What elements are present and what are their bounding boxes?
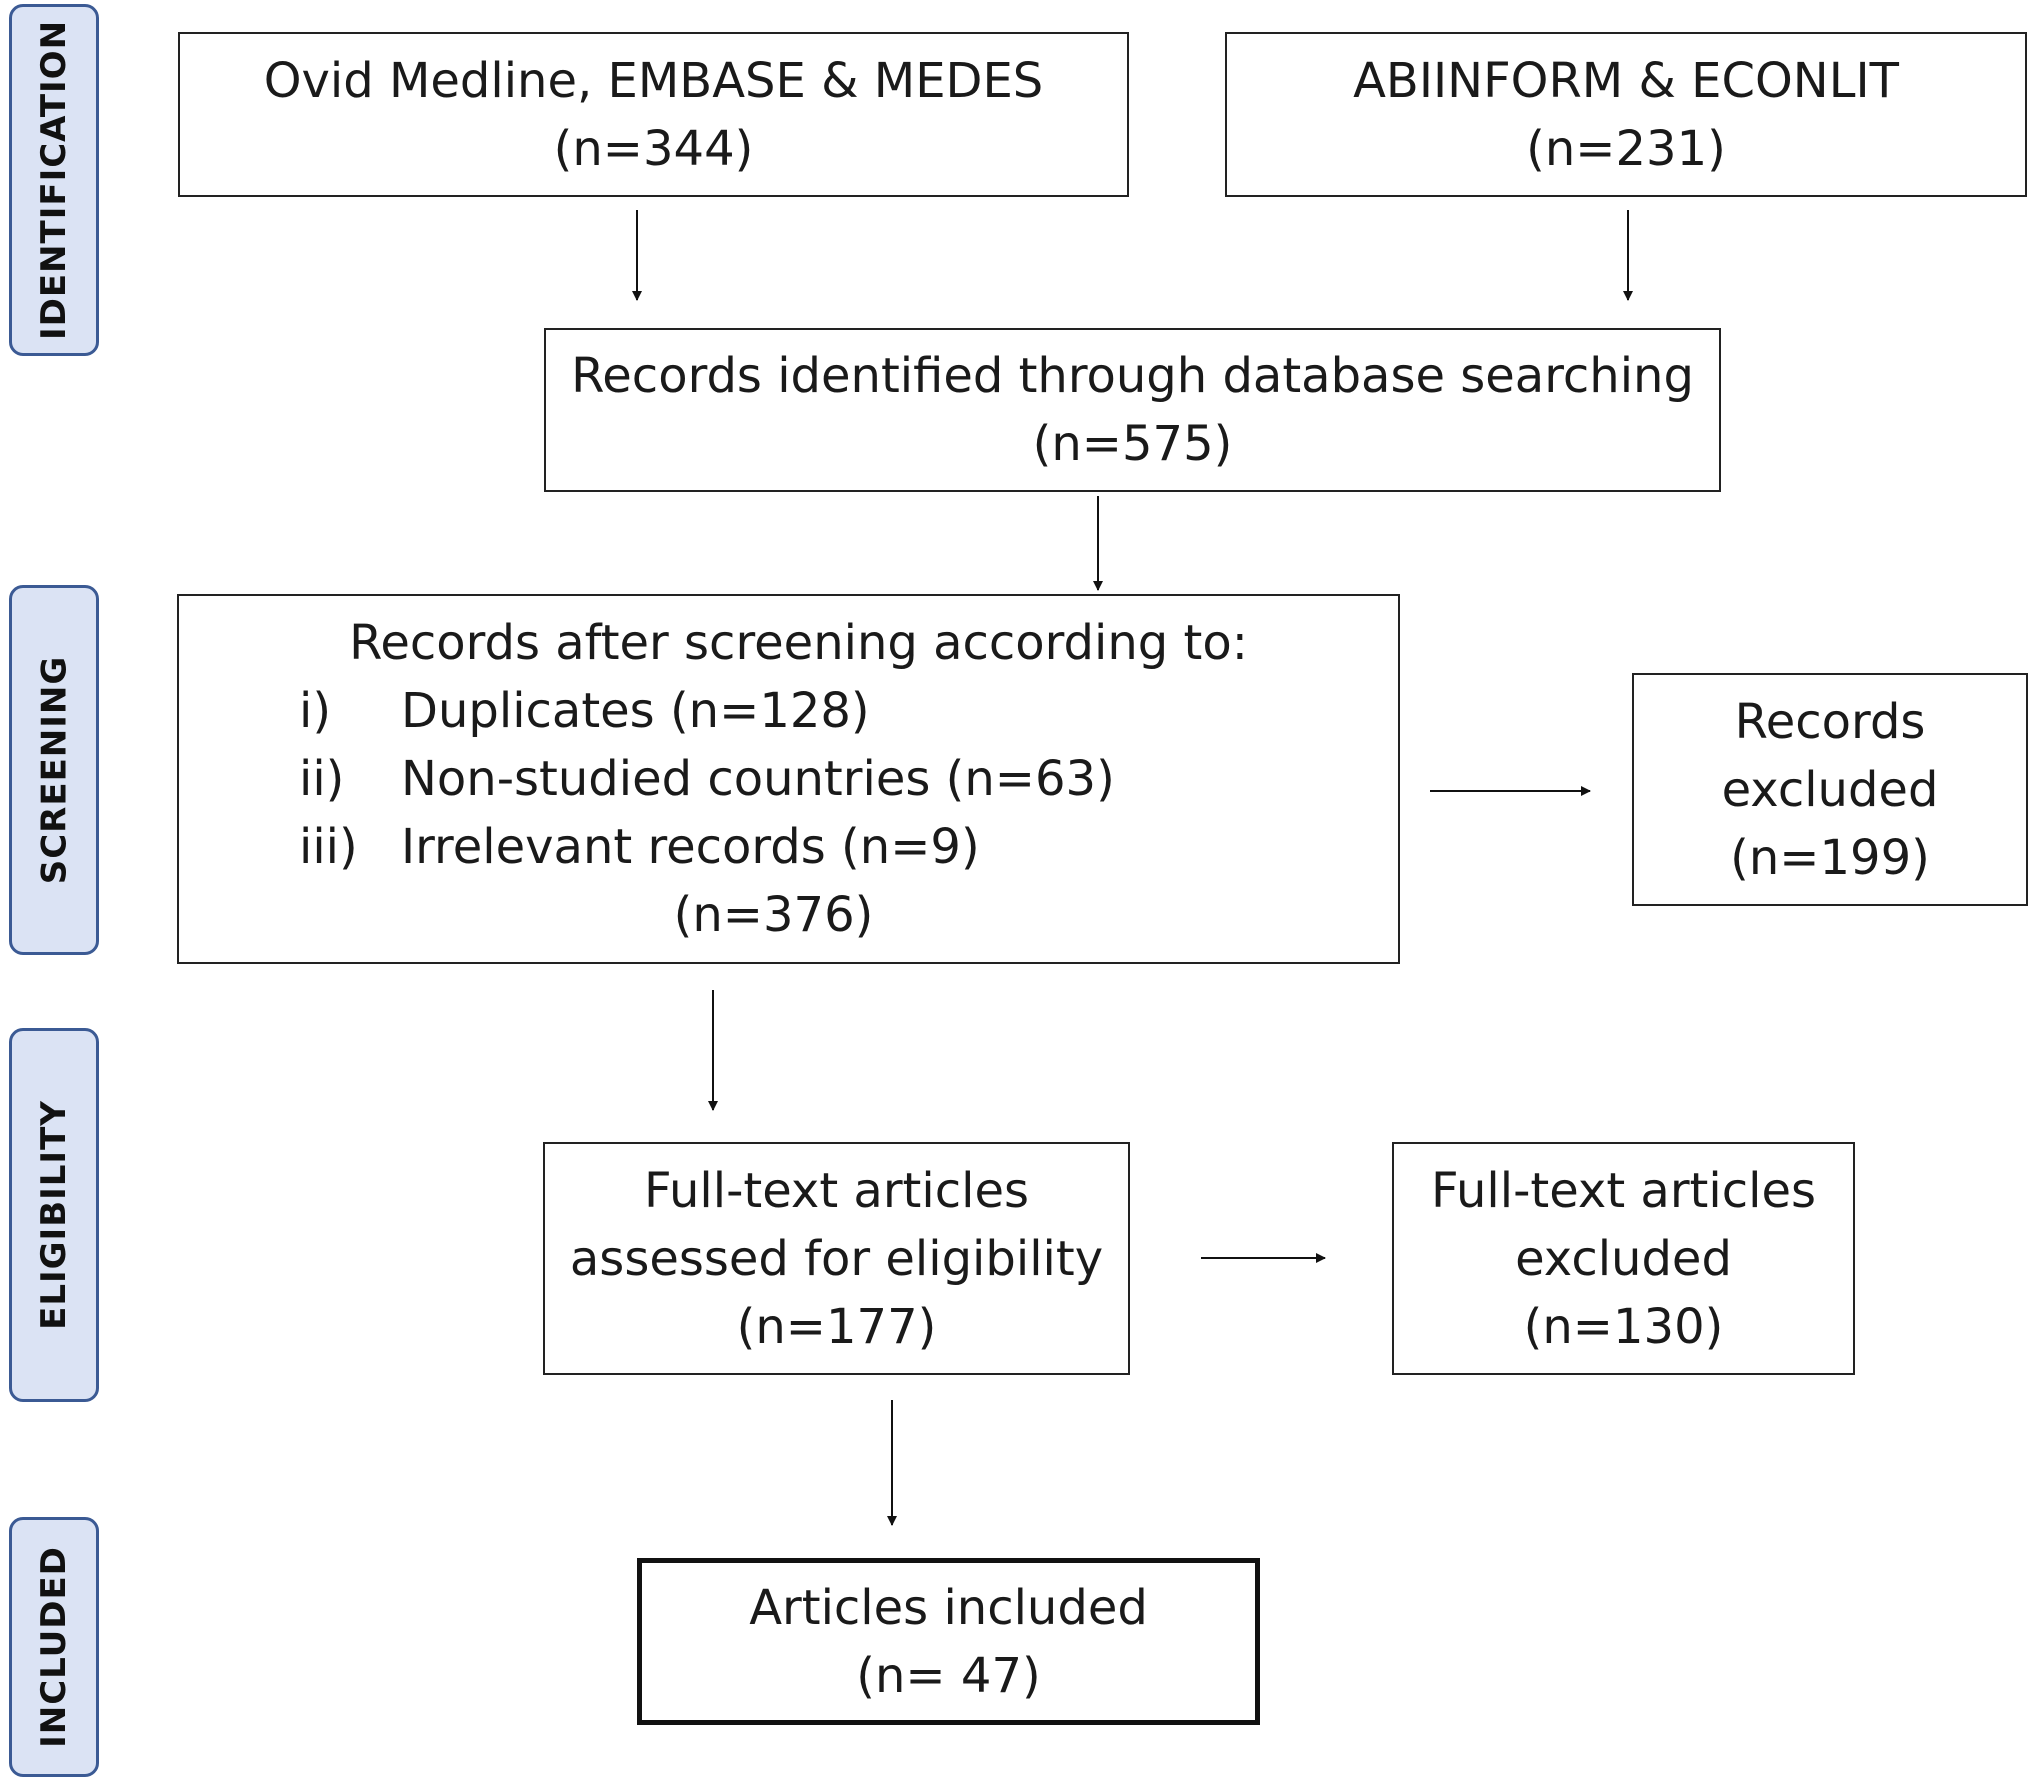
identified-count: (n=575) (1032, 416, 1233, 472)
fulltext-excluded-line2: excluded (1515, 1230, 1732, 1287)
fulltext-excluded-line1: Full-text articles (1431, 1162, 1816, 1219)
source-abi-box: ABIINFORM & ECONLIT (n=231) (1225, 32, 2027, 197)
criterion-number: iii) (299, 819, 358, 875)
fulltext-excluded-count: (n=130) (1523, 1298, 1724, 1355)
criterion-text: Non-studied countries (n=63) (401, 751, 1115, 807)
criterion-row: ii) Non-studied countries (n=63) (299, 745, 1115, 813)
fulltext-assessed-box: Full-text articles assessed for eligibil… (543, 1142, 1130, 1375)
criterion-row: i) Duplicates (n=128) (299, 677, 870, 745)
criterion-number: ii) (299, 751, 345, 807)
screened-title: Records after screening according to: (349, 615, 1248, 671)
screened-count: (n=376) (673, 887, 874, 943)
criterion-text: Irrelevant records (n=9) (401, 819, 980, 875)
source-abi-count: (n=231) (1526, 120, 1726, 177)
criterion-number: i) (299, 683, 332, 739)
stage-screening: SCREENING (9, 585, 99, 955)
included-count: (n= 47) (856, 1647, 1041, 1704)
stage-eligibility: ELIGIBILITY (9, 1028, 99, 1402)
fulltext-assessed-line1: Full-text articles (644, 1162, 1029, 1219)
fulltext-assessed-line2: assessed for eligibility (569, 1230, 1104, 1287)
screened-box: Records after screening according to: i)… (177, 594, 1400, 964)
records-excluded-line1: Records (1734, 693, 1926, 750)
criterion-row: iii) Irrelevant records (n=9) (299, 813, 980, 881)
criterion-text: Duplicates (n=128) (401, 683, 870, 739)
source-medline-count: (n=344) (553, 120, 754, 177)
records-excluded-count: (n=199) (1730, 829, 1930, 886)
identified-box: Records identified through database sear… (544, 328, 1721, 492)
source-medline-name: Ovid Medline, EMBASE & MEDES (263, 52, 1044, 109)
source-abi-name: ABIINFORM & ECONLIT (1353, 52, 1899, 109)
records-excluded-box: Records excluded (n=199) (1632, 673, 2028, 906)
identified-text: Records identified through database sear… (571, 348, 1694, 404)
records-excluded-line2: excluded (1721, 761, 1939, 818)
fulltext-assessed-count: (n=177) (736, 1298, 937, 1355)
stage-identification: IDENTIFICATION (9, 4, 99, 356)
included-text: Articles included (749, 1579, 1148, 1636)
source-medline-box: Ovid Medline, EMBASE & MEDES (n=344) (178, 32, 1129, 197)
included-box: Articles included (n= 47) (637, 1558, 1260, 1725)
stage-included: INCLUDED (9, 1517, 99, 1777)
fulltext-excluded-box: Full-text articles excluded (n=130) (1392, 1142, 1855, 1375)
screened-criteria-list: i) Duplicates (n=128) ii) Non-studied co… (299, 677, 1115, 881)
